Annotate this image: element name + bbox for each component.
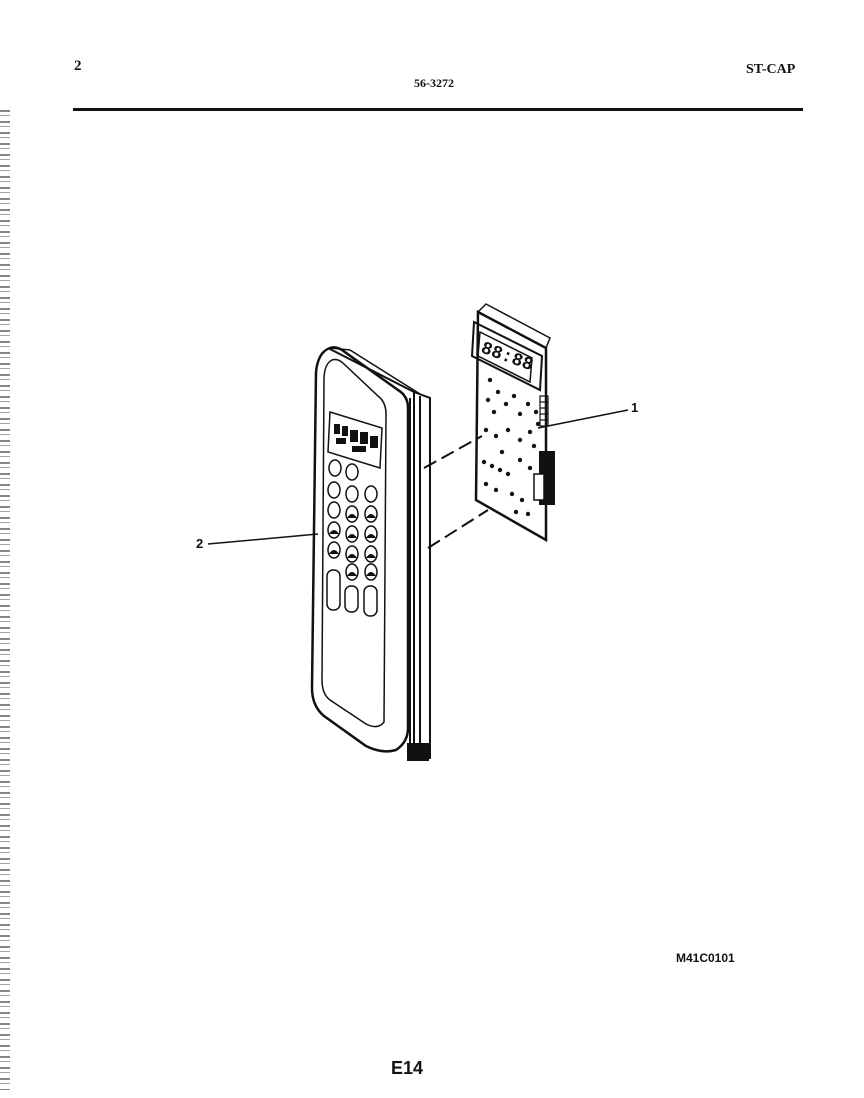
- leader-line-1: [537, 409, 629, 429]
- header-rule: [73, 108, 803, 111]
- page-number: 2: [74, 58, 82, 74]
- callout-label-2: 2: [196, 536, 204, 551]
- scan-edge-noise: [0, 110, 10, 1090]
- section-code: E14: [391, 1058, 424, 1078]
- drawing-id: M41C0101: [676, 951, 735, 965]
- assembly-guide-lines: [423, 435, 489, 549]
- model-number: 56-3272: [414, 76, 454, 90]
- control-panel-part: [310, 346, 431, 762]
- leader-line-2: [207, 533, 319, 545]
- model-code: ST-CAP: [746, 62, 796, 77]
- circuit-board-part: 88:88: [470, 303, 555, 543]
- callout-label-1: 1: [631, 400, 639, 415]
